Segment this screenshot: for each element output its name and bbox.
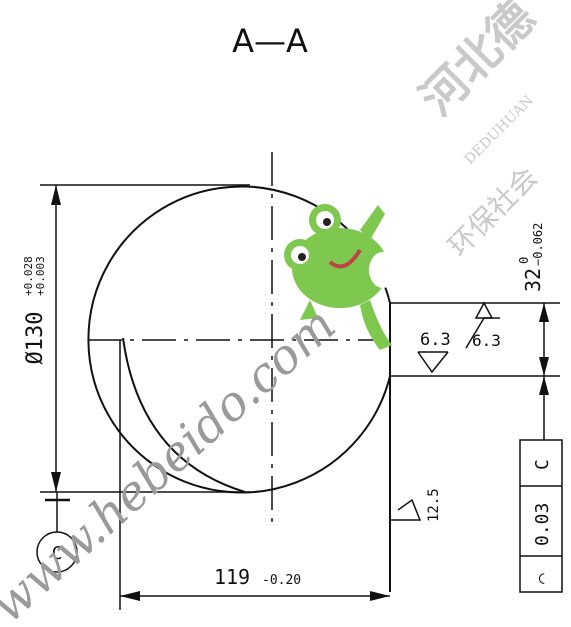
diameter-lower-tol: +0.003: [34, 256, 47, 296]
frame-leader-arrow: [539, 376, 549, 395]
diameter-upper-tol: +0.028: [22, 256, 35, 296]
diameter-arrow-bottom: [51, 472, 61, 492]
roughness-keyway-side: 6.3: [465, 301, 501, 350]
depth-value: 32: [521, 268, 545, 292]
depth-lower-tol: −0.062: [531, 223, 545, 266]
watermark-company-en: DEDUHUAN: [462, 93, 537, 168]
tolerance-symbol: ⌒: [532, 573, 553, 584]
datum-c: C: [36, 492, 78, 573]
mascot-frog-logo: [284, 204, 397, 350]
depth-arrow-bottom: [539, 357, 549, 376]
diameter-label-group: Ø130 +0.028 +0.003: [22, 256, 48, 364]
width-arrow-right: [370, 591, 390, 601]
watermark-slogan-cn: 环保社会: [442, 160, 545, 263]
roughness-outer-face: 12.5: [390, 488, 442, 522]
section-label: A—A: [232, 22, 308, 60]
depth-arrow-top: [539, 303, 549, 322]
width-tol: -0.20: [262, 573, 301, 588]
geometric-tolerance-frame: C 0.03 ⌒: [519, 439, 563, 593]
diameter-arrow-top: [51, 185, 61, 205]
width-arrow-left: [120, 591, 140, 601]
depth-upper-tol: 0: [517, 257, 531, 264]
roughness-keyway-side-value: 6.3: [472, 331, 501, 350]
roughness-keyway-bottom-value: 6.3: [420, 330, 451, 350]
width-value: 119: [214, 565, 250, 589]
diameter-value: Ø130: [23, 312, 48, 365]
datum-letter: C: [52, 543, 63, 564]
tolerance-datum: C: [532, 459, 553, 470]
roughness-keyway-bottom: 6.3: [417, 330, 451, 374]
shaft-flat-arc: [122, 337, 246, 493]
depth-label-group: 32 0 −0.062: [517, 223, 545, 292]
tolerance-value: 0.03: [532, 503, 553, 546]
roughness-outer-face-value: 12.5: [426, 488, 442, 522]
